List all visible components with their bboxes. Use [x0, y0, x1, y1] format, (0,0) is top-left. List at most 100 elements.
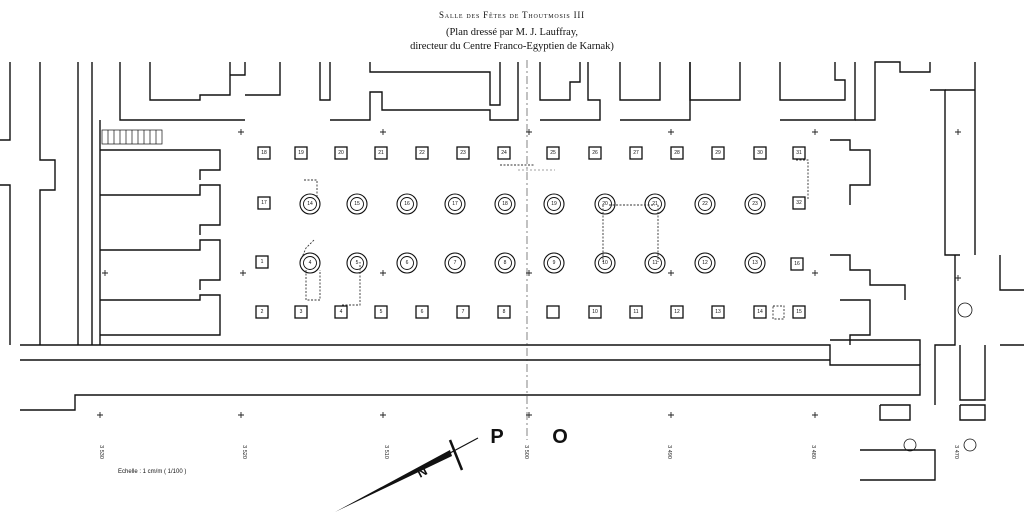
plan-title: Salle des Fêtes de Thoutmosis III	[439, 10, 585, 20]
pillar	[546, 305, 560, 319]
walls	[0, 60, 1024, 481]
pillar: 10	[588, 305, 602, 319]
column: 11	[644, 252, 666, 274]
pillar-number: 5	[380, 309, 383, 315]
pillar: 12	[670, 305, 684, 319]
pillar: 14	[753, 305, 767, 319]
plan-subtitle-2: directeur du Centre Franco-Egyptien de K…	[410, 41, 614, 52]
column-number: 15	[354, 201, 360, 207]
pillar: 32	[792, 196, 806, 210]
pillar-number: 28	[674, 150, 680, 156]
column: 17	[444, 193, 466, 215]
pillar-number: 26	[592, 150, 598, 156]
grid-crosses	[97, 129, 961, 418]
pillar-number: 25	[550, 150, 556, 156]
column-number: 12	[702, 260, 708, 266]
column: 19	[543, 193, 565, 215]
pillar: 29	[711, 146, 725, 160]
axis-tick-label: 3 500	[523, 445, 529, 459]
round-columns: 14 15 16 17 18 19 20 21 22 23 4 5 6 7 8 9 10 11 12 13	[299, 193, 766, 274]
column-number: 23	[752, 201, 758, 207]
scale-label: Echelle : 1 cm/m ( 1/100 )	[118, 469, 187, 475]
pillar-number: 31	[796, 150, 802, 156]
column-number: 4	[309, 260, 312, 266]
column-number: 7	[454, 260, 457, 266]
pillar-number: 1	[261, 259, 264, 265]
pillar: 25	[546, 146, 560, 160]
column-number: 10	[602, 260, 608, 266]
axis-tick-label: 3 470	[953, 445, 959, 459]
pillar-number: 18	[261, 150, 267, 156]
column: 15	[346, 193, 368, 215]
pillar: 31	[792, 146, 806, 160]
column: 22	[694, 193, 716, 215]
pillar-number: 8	[503, 309, 506, 315]
pillar: 16	[790, 257, 804, 271]
column-number: 11	[652, 260, 657, 266]
column: 18	[494, 193, 516, 215]
pillar: 27	[629, 146, 643, 160]
column-number: 22	[702, 201, 708, 207]
column-number: 20	[602, 201, 608, 207]
pillar: 22	[415, 146, 429, 160]
pillar-number: 6	[421, 309, 424, 315]
column-number: 16	[404, 201, 410, 207]
grid-letter-o: O	[552, 426, 568, 448]
column-number: 13	[752, 260, 758, 266]
column: 8	[494, 252, 516, 274]
pillar: 5	[374, 305, 388, 319]
pillar-number: 30	[757, 150, 763, 156]
pillar-number: 15	[796, 309, 802, 315]
pillar: 7	[456, 305, 470, 319]
pillar-number: 20	[338, 150, 344, 156]
pillar: 26	[588, 146, 602, 160]
pillar-number: 22	[419, 150, 425, 156]
pillar: 3	[294, 305, 308, 319]
axis-tick-label: 3 480	[810, 445, 816, 459]
pillar: 2	[255, 305, 269, 319]
pillar-number: 24	[501, 150, 507, 156]
column: 14	[299, 193, 321, 215]
grid-letter-p: P	[490, 426, 503, 448]
pillar-number: 21	[378, 150, 384, 156]
pillar: 6	[415, 305, 429, 319]
pillar-number: 16	[794, 261, 800, 267]
column-number: 21	[652, 201, 658, 207]
dotted-links	[299, 159, 809, 320]
pillar: 30	[753, 146, 767, 160]
column-number: 14	[307, 201, 313, 207]
pillar-number: 7	[462, 309, 465, 315]
pillar-number: 23	[460, 150, 466, 156]
column: 13	[744, 252, 766, 274]
pillar: 1	[255, 255, 269, 269]
column: 7	[444, 252, 466, 274]
pillar-number: 17	[261, 200, 267, 206]
pillar-number: 14	[757, 309, 763, 315]
pillar-number: 4	[340, 309, 343, 315]
column-number: 6	[406, 260, 409, 266]
column-number: 5	[356, 260, 359, 266]
pillar-number: 13	[715, 309, 721, 315]
pillar: 13	[711, 305, 725, 319]
pillar: 24	[497, 146, 511, 160]
pillar-number: 12	[674, 309, 680, 315]
pillar-number: 29	[715, 150, 721, 156]
column: 21	[644, 193, 666, 215]
column: 6	[396, 252, 418, 274]
column-number: 9	[553, 260, 556, 266]
pillar-number: 10	[592, 309, 598, 315]
column-number: 18	[502, 201, 508, 207]
column: 10	[594, 252, 616, 274]
pillar-number: 27	[633, 150, 639, 156]
column-number: 8	[504, 260, 507, 266]
pillar: 11	[629, 305, 643, 319]
column: 9	[543, 252, 565, 274]
pillar: 17	[257, 196, 271, 210]
pillar: 4	[334, 305, 348, 319]
pillar-number: 19	[298, 150, 304, 156]
pillar-number: 3	[300, 309, 303, 315]
column: 23	[744, 193, 766, 215]
